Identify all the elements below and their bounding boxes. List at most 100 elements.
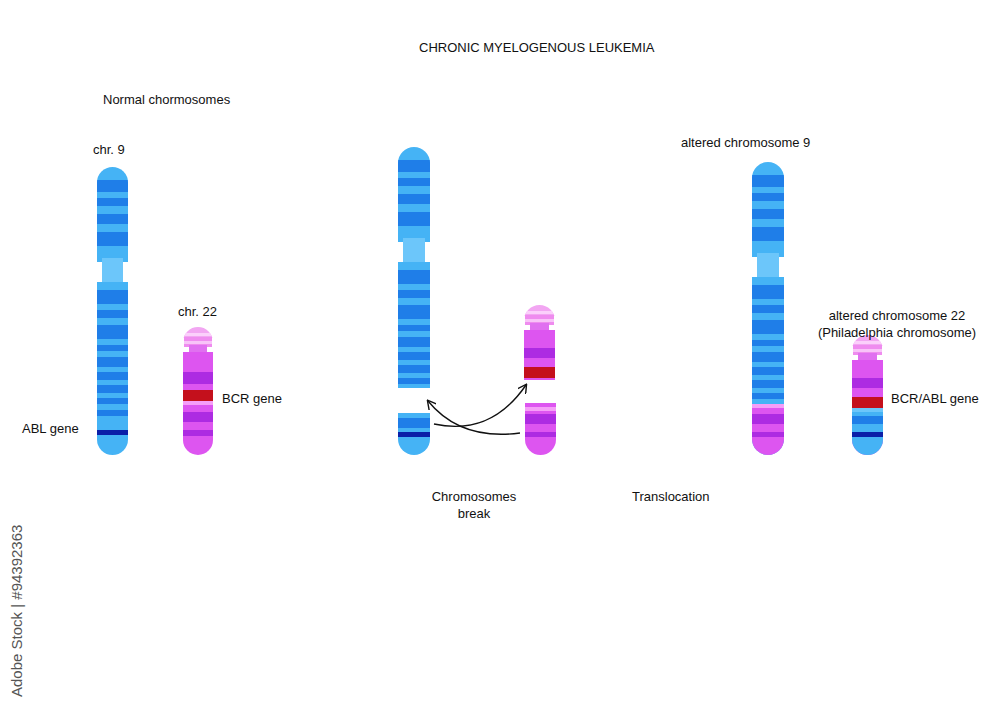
step-label: Chromosomes break bbox=[424, 488, 524, 522]
chromosome-band bbox=[183, 401, 213, 405]
chromosome-band bbox=[398, 365, 430, 373]
step-label: Translocation bbox=[632, 488, 710, 505]
chromosome-band bbox=[525, 319, 554, 322]
translocation-arrow bbox=[428, 401, 520, 434]
chromosome-band bbox=[752, 305, 784, 313]
chromosome-band bbox=[852, 416, 883, 424]
chromosome-band bbox=[398, 378, 430, 384]
chromosome-arm bbox=[97, 282, 128, 455]
chromosome-band bbox=[97, 410, 128, 416]
translocation-arrow bbox=[434, 385, 526, 426]
chromosome-part bbox=[97, 167, 128, 262]
diagram-title: CHRONIC MYELOGENOUS LEUKEMIA bbox=[419, 39, 655, 56]
chromosome-band bbox=[752, 404, 784, 455]
chromosome-band bbox=[97, 310, 128, 318]
centromere bbox=[403, 238, 425, 266]
chromosome-band bbox=[97, 325, 128, 339]
chromosome-part bbox=[183, 352, 213, 455]
chromosome-band bbox=[183, 412, 213, 422]
chromosome-band bbox=[398, 305, 430, 319]
chromosome-part bbox=[752, 162, 784, 257]
gene-label: ABL gene bbox=[22, 420, 79, 437]
chromosome-band bbox=[752, 404, 784, 408]
chromosome-arm bbox=[398, 262, 430, 388]
chromosome-arm bbox=[524, 305, 555, 316]
chromosome-band bbox=[852, 432, 883, 437]
chromosome-band bbox=[97, 430, 128, 435]
chromosome-band bbox=[398, 160, 430, 172]
chromosome-band bbox=[752, 393, 784, 399]
centromere bbox=[102, 258, 123, 286]
chromosome-band bbox=[752, 175, 784, 187]
chromosome-band bbox=[752, 320, 784, 334]
chromosome-band bbox=[97, 198, 128, 206]
chromosome-arm bbox=[752, 162, 784, 257]
chromosome-band bbox=[752, 432, 784, 437]
chromosome-arm bbox=[183, 327, 213, 338]
chromosome-band bbox=[183, 430, 213, 436]
chromosome-band bbox=[97, 180, 128, 192]
chromosome-arm bbox=[398, 147, 430, 242]
chromosome-label: altered chromosome 9 bbox=[681, 134, 810, 151]
chromosome-part bbox=[524, 305, 555, 316]
chromosome-part bbox=[752, 277, 784, 455]
chromosome-band bbox=[97, 357, 128, 367]
section-heading: Normal chormosomes bbox=[103, 91, 230, 108]
chromosome-arm bbox=[525, 403, 556, 455]
chromosome-part bbox=[398, 413, 430, 455]
chromosome-part bbox=[97, 282, 128, 455]
chromosome-band bbox=[398, 178, 430, 186]
chromosome-band bbox=[398, 290, 430, 298]
chromosome-band bbox=[752, 414, 784, 424]
chromosome-band bbox=[852, 397, 883, 408]
watermark: Adobe Stock | #94392363 bbox=[8, 525, 25, 697]
chromosome-band bbox=[97, 372, 128, 380]
chromosome-band bbox=[525, 414, 556, 424]
chromosome-band bbox=[524, 367, 555, 378]
chromosome-band bbox=[398, 325, 430, 331]
chromosome-arm bbox=[752, 277, 784, 455]
chromosome-band bbox=[752, 285, 784, 299]
chromosome-band bbox=[398, 194, 430, 204]
chromosome-label: chr. 22 bbox=[178, 303, 217, 320]
chromosome-arm bbox=[183, 352, 213, 455]
chromosome-arm bbox=[97, 167, 128, 262]
chromosome-band bbox=[752, 340, 784, 346]
chromosome-band bbox=[752, 367, 784, 375]
chromosome-band bbox=[398, 418, 430, 428]
chromosome-band bbox=[853, 349, 882, 352]
chromosome-band bbox=[525, 432, 556, 437]
chromosome-label: altered chromosome 22 (Philadelphia chro… bbox=[806, 307, 988, 341]
chromosome-part bbox=[398, 147, 430, 242]
chromosome-band bbox=[184, 341, 212, 344]
chromosome-band bbox=[852, 378, 883, 388]
chromosome-band bbox=[398, 337, 430, 347]
chromosome-band bbox=[852, 341, 883, 344]
chromosome-arm bbox=[852, 360, 883, 455]
chromosome-band bbox=[752, 352, 784, 362]
chromosome-part bbox=[852, 360, 883, 455]
chromosome-part bbox=[525, 403, 556, 455]
chromosome-band bbox=[97, 385, 128, 393]
chromosome-part bbox=[398, 262, 430, 388]
gene-label: BCR gene bbox=[222, 390, 282, 407]
chromosome-band bbox=[183, 390, 213, 401]
chromosome-arm bbox=[524, 330, 555, 380]
chromosome-band bbox=[752, 209, 784, 219]
chromosome-band bbox=[398, 270, 430, 284]
chromosome-band bbox=[97, 345, 128, 351]
chromosome-arm bbox=[398, 413, 430, 455]
chromosome-band bbox=[97, 232, 128, 246]
chromosome-band bbox=[398, 212, 430, 226]
chromosome-band bbox=[752, 193, 784, 201]
chromosome-band bbox=[97, 290, 128, 304]
chromosome-part bbox=[183, 327, 213, 338]
chromosome-band bbox=[524, 348, 555, 358]
chromosome-band bbox=[525, 407, 556, 411]
gene-label: BCR/ABL gene bbox=[891, 390, 979, 407]
chromosome-band bbox=[398, 432, 430, 437]
chromosome-band bbox=[183, 333, 213, 336]
chromosome-label: chr. 9 bbox=[93, 141, 125, 158]
chromosome-band bbox=[398, 352, 430, 360]
chromosome-band bbox=[852, 408, 883, 412]
